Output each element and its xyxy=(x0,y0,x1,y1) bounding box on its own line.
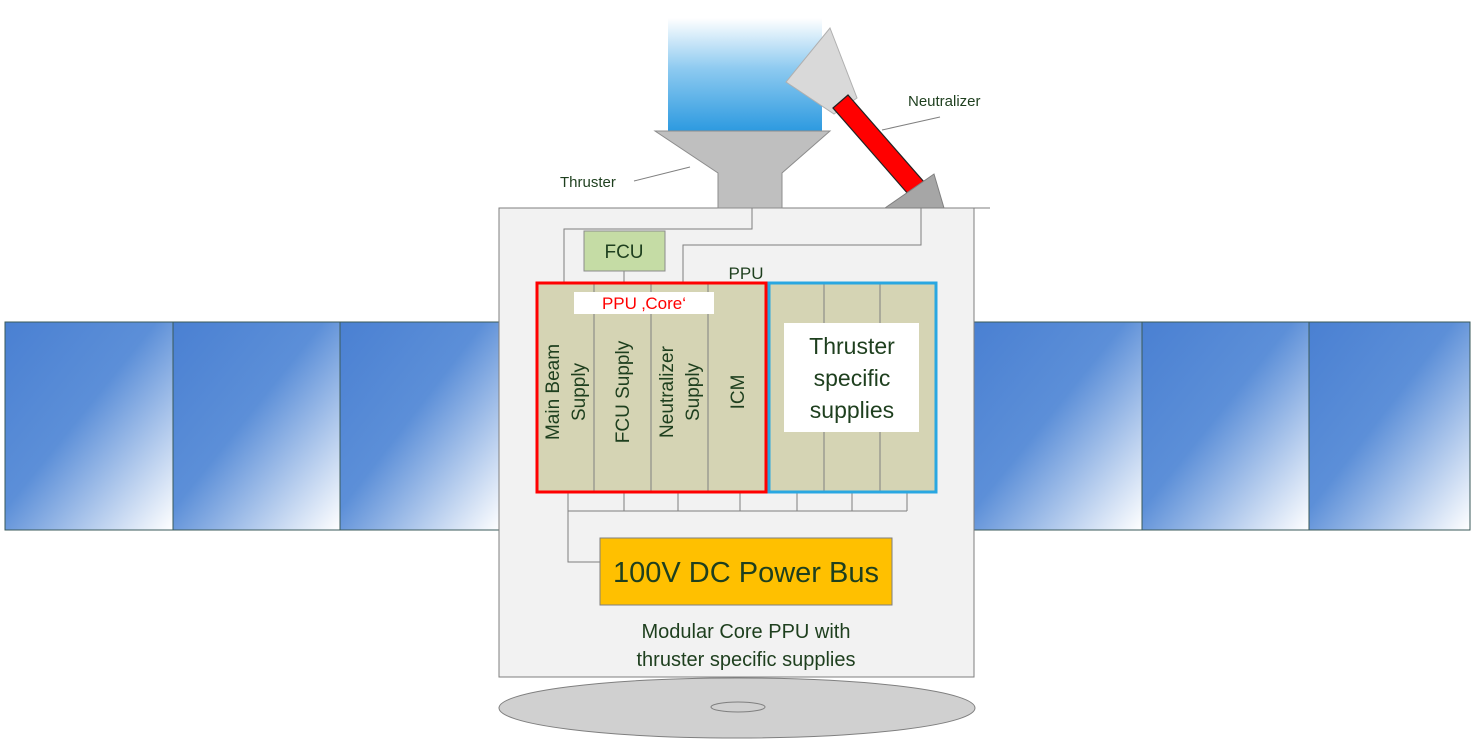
left-solar-panel-1 xyxy=(4,321,174,531)
thruster-label: Thruster xyxy=(560,174,616,191)
neutralizer-leader-line xyxy=(881,116,941,131)
specific-supplies-border xyxy=(767,281,938,494)
ppu-core-border xyxy=(535,281,768,494)
fcu-label: FCU xyxy=(604,242,643,263)
ppu-core-label: PPU ‚Core‘ xyxy=(602,294,686,313)
specific-supplies-group: Thruster specific supplies xyxy=(767,281,938,494)
core-module-label: Main Beam xyxy=(543,344,564,440)
caption-line-2: thruster specific supplies xyxy=(637,649,856,671)
left-solar-panel-2 xyxy=(172,321,341,531)
right-solar-panel-1 xyxy=(973,321,1143,531)
neutralizer-tube-icon xyxy=(832,94,925,196)
left-solar-panel-3 xyxy=(339,321,501,531)
right-solar-panel-2 xyxy=(1141,321,1310,531)
power-bus-label: 100V DC Power Bus xyxy=(613,557,879,589)
core-module-label: Supply xyxy=(569,362,590,421)
ppu-label: PPU xyxy=(729,264,764,283)
core-module-label: FCU Supply xyxy=(613,340,634,443)
wiring xyxy=(563,208,922,563)
right-solar-array xyxy=(973,321,1471,531)
core-module-label: Supply xyxy=(683,362,704,421)
specific-supplies-label: specific xyxy=(814,365,891,391)
right-solar-panel-3 xyxy=(1308,321,1471,531)
caption-line-1: Modular Core PPU with xyxy=(642,621,851,643)
core-module-label: Neutralizer xyxy=(657,345,678,438)
left-solar-array xyxy=(4,321,501,531)
core-module-icm xyxy=(707,282,767,493)
thruster-leader-line xyxy=(633,166,691,182)
neutralizer-assembly xyxy=(785,27,945,209)
power-bus-box xyxy=(599,537,893,606)
thruster-icon xyxy=(653,130,832,209)
neutralizer-mount-icon xyxy=(883,173,945,209)
ppu-core-group: PPU ‚Core‘ Main Beam Supply FCU Supply N… xyxy=(535,281,768,494)
ppu-core-label-bg xyxy=(574,292,714,314)
specific-supplies-label: Thruster xyxy=(809,333,895,359)
neutralizer-cone-icon xyxy=(785,27,858,115)
core-module-label: ICM xyxy=(728,375,749,410)
core-module-fcu-supply xyxy=(593,282,652,493)
specific-supplies-label-bg xyxy=(784,323,919,432)
neutralizer-label: Neutralizer xyxy=(908,93,981,110)
antenna-dish xyxy=(498,677,976,739)
fcu-box xyxy=(583,230,666,272)
specific-supplies-label: supplies xyxy=(810,397,894,423)
